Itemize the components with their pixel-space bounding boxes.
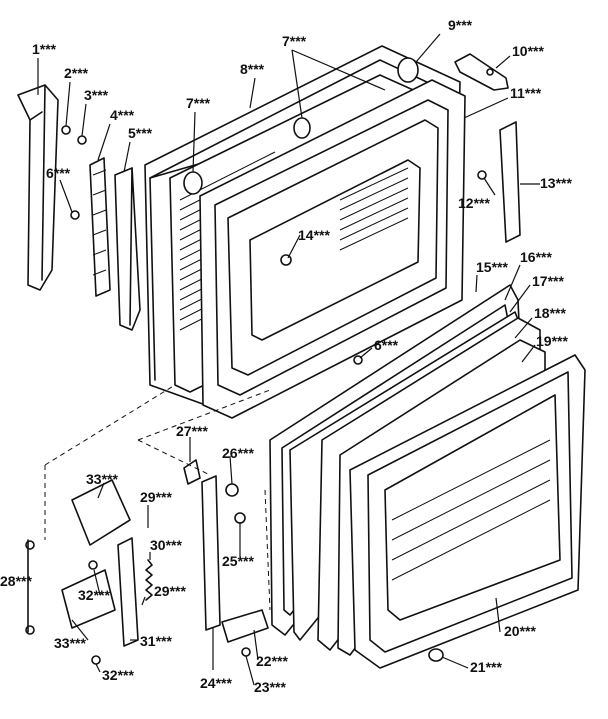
top-bracket	[454, 53, 509, 91]
callout-33b: 33***	[54, 635, 86, 651]
callout-12: 12***	[458, 195, 490, 211]
callout-15: 15***	[476, 259, 508, 275]
phantom-lines	[44, 384, 271, 611]
callout-32b: 32***	[102, 667, 134, 683]
callout-21: 21***	[470, 659, 502, 675]
callout-26: 26***	[222, 445, 254, 461]
side-strip	[499, 121, 521, 243]
inner-door-liner	[199, 57, 466, 419]
callout-30: 30***	[150, 537, 182, 553]
callout-28: 28***	[0, 573, 32, 589]
callout-leaders	[37, 33, 540, 686]
callout-20: 20***	[504, 623, 536, 639]
hinge-assembly	[27, 459, 269, 647]
callout-27: 27***	[176, 423, 208, 439]
callout-3: 3***	[84, 87, 109, 103]
callout-9: 9***	[448, 17, 473, 33]
callout-7a: 7***	[186, 95, 211, 111]
callout-11: 11***	[510, 85, 542, 101]
door-back-panels	[269, 284, 586, 669]
callout-23: 23***	[254, 679, 286, 695]
callout-33a: 33***	[86, 471, 118, 487]
callout-32a: 32***	[78, 587, 110, 603]
callout-17: 17***	[532, 273, 564, 289]
callout-19: 19***	[536, 333, 568, 349]
callout-29a: 29***	[140, 489, 172, 505]
callout-22: 22***	[256, 653, 288, 669]
callout-29b: 29***	[154, 583, 186, 599]
door-handle	[17, 84, 59, 291]
callout-10: 10***	[512, 43, 544, 59]
callout-5: 5***	[128, 125, 153, 141]
callout-25: 25***	[222, 553, 254, 569]
callout-13: 13***	[540, 175, 572, 191]
callout-18: 18***	[534, 305, 566, 321]
callout-8: 8***	[240, 61, 265, 77]
callout-1: 1***	[32, 41, 57, 57]
callout-6a: 6***	[46, 165, 71, 181]
callout-24: 24***	[200, 675, 232, 691]
callout-labels: 1*** 2*** 3*** 4*** 5*** 6*** 6*** 7*** …	[0, 17, 572, 695]
callout-7b: 7***	[282, 33, 307, 49]
callout-6b: 6***	[374, 337, 399, 353]
callout-31: 31***	[140, 633, 172, 649]
callout-4: 4***	[110, 107, 135, 123]
callout-16: 16***	[520, 249, 552, 265]
callout-2: 2***	[64, 65, 89, 81]
callout-14: 14***	[298, 227, 330, 243]
handle-strip	[89, 157, 141, 331]
